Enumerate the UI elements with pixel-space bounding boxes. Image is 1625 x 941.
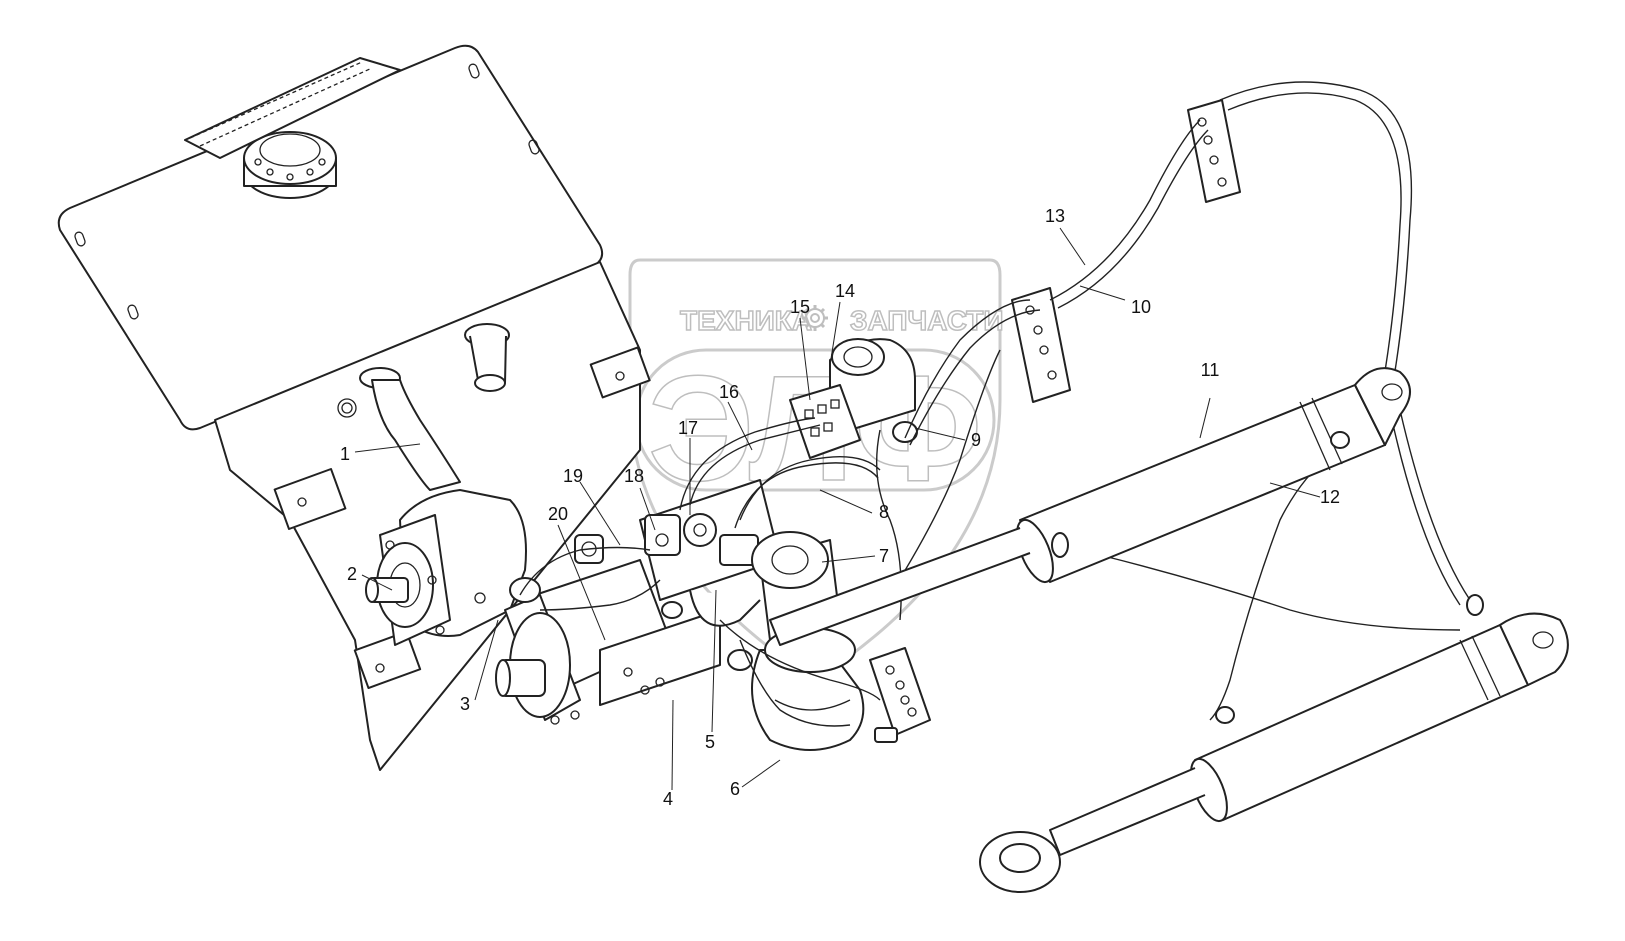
callout-label: 20 [548, 504, 568, 524]
callout-label: 8 [879, 502, 889, 522]
leader-lines [354, 227, 1321, 791]
tank-outlet-pipes [359, 323, 510, 491]
manifold-block [869, 647, 931, 743]
callout-label: 14 [835, 281, 855, 301]
callout-label: 11 [1201, 360, 1220, 380]
pump-left [365, 489, 527, 646]
callout-label: 18 [624, 466, 644, 486]
callout-label: 2 [347, 564, 357, 584]
callout-label: 1 [340, 444, 350, 464]
callout-label: 13 [1045, 206, 1065, 226]
filter-housing [751, 627, 865, 751]
hose-clamp-upper [1187, 99, 1241, 203]
callout-labels: 1 2 3 4 5 6 7 8 9 10 11 12 13 14 15 16 1… [340, 206, 1340, 809]
valve-block [639, 479, 841, 641]
callout-label: 15 [790, 297, 810, 317]
watermark-left-text: ТЕХНИКА [680, 305, 812, 336]
watermark-right-text: ЗАПЧАСТИ [850, 305, 1003, 336]
tank-strap [184, 57, 401, 159]
callout-label: 16 [719, 382, 739, 402]
callout-label: 7 [879, 546, 889, 566]
pressure-switch [789, 338, 916, 459]
callout-label: 10 [1131, 297, 1151, 317]
callout-label: 17 [678, 418, 698, 438]
callout-label: 9 [971, 430, 981, 450]
callout-label: 19 [563, 466, 583, 486]
gear-icon [802, 305, 828, 331]
callout-label: 4 [663, 789, 673, 809]
pump-right [495, 559, 721, 725]
callout-label: 5 [705, 732, 715, 752]
lower-cylinder [979, 594, 1569, 893]
callout-label: 6 [730, 779, 740, 799]
hose-clamp-lower [1011, 287, 1071, 403]
upper-cylinder [769, 367, 1411, 646]
filler-cap [243, 131, 337, 199]
callout-label: 3 [460, 694, 470, 714]
callout-label: 12 [1320, 487, 1340, 507]
